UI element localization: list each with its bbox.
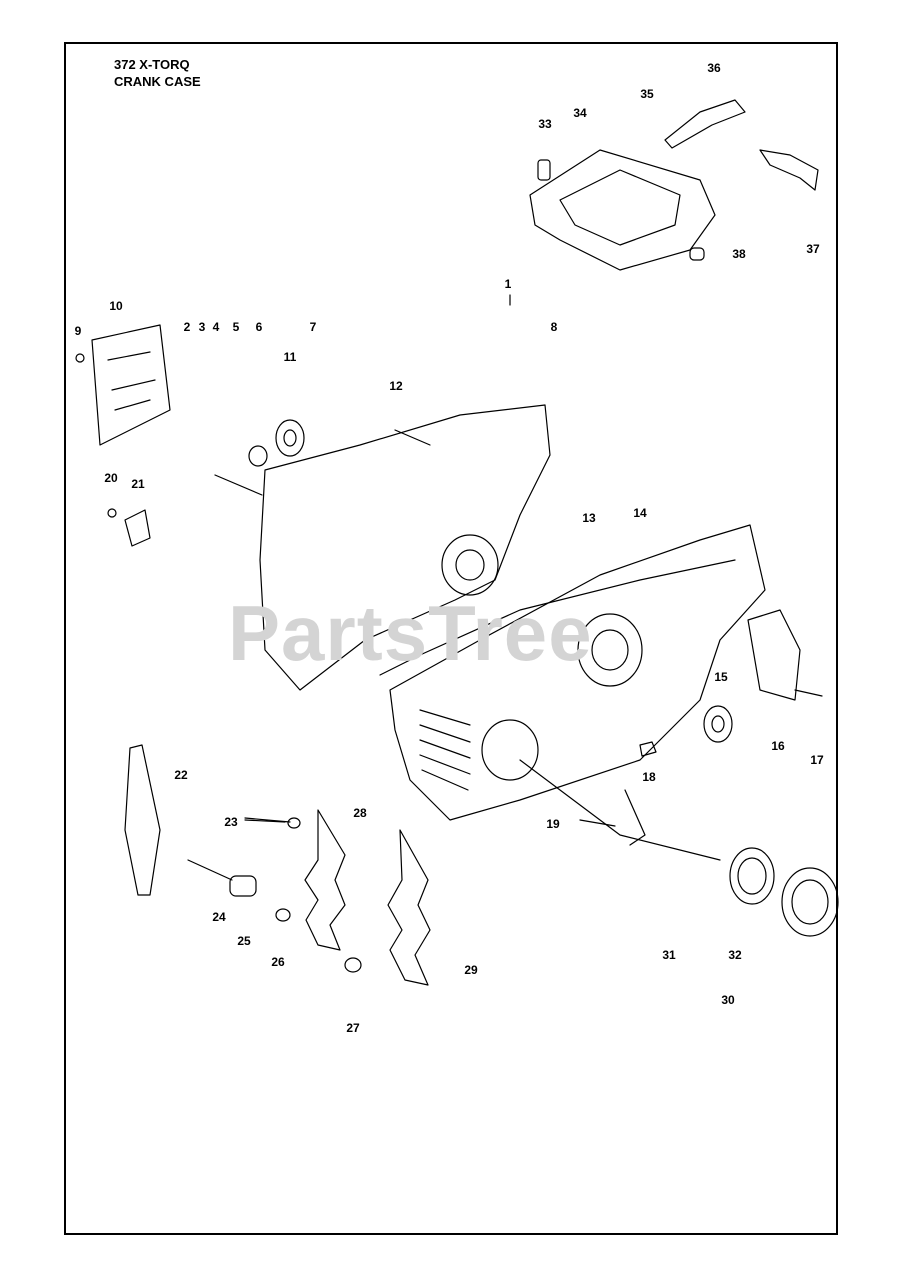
brake-nut-38 [689,247,705,261]
watermark: PartsTree [228,589,593,677]
callout-38: 38 [732,247,746,261]
callout-22: 22 [174,768,188,782]
ring-nut-31 [729,847,775,905]
screw-part-17 [794,689,823,697]
seal-part-11 [275,419,305,457]
callout-24: 24 [212,910,226,924]
callout-21: 21 [131,477,145,491]
callout-30: 30 [721,993,735,1007]
brake-housing-inner [559,169,681,246]
callout-8: 8 [550,320,558,334]
callout-32: 32 [728,948,742,962]
screw-part-2 [214,474,263,496]
callout-1: 1 [504,277,512,291]
section-title: CRANK CASE [114,74,201,89]
callout-5: 5 [232,320,240,334]
callout-6: 6 [255,320,263,334]
bolt-head-23 [287,817,301,829]
callout-26: 26 [271,955,285,969]
screw-part-7 [394,429,431,446]
callout-34: 34 [573,106,587,120]
bumper-spike-28 [304,809,346,951]
cylinder-seat [577,613,643,687]
screw-part-20 [107,508,117,518]
callout-3: 3 [198,320,206,334]
gasket-strip [379,559,736,676]
callout-14: 14 [633,506,647,520]
crankcase-half-right [389,524,766,821]
bracket-part-21 [124,509,151,547]
callout-16: 16 [771,739,785,753]
callout-37: 37 [806,242,820,256]
bolt-part-24 [187,859,233,881]
callout-19: 19 [546,817,560,831]
callout-2: 2 [183,320,191,334]
bearing-seat-left [441,534,499,596]
guard-plate-22 [124,744,161,896]
brake-lever-part-36 [664,99,746,149]
bushing-part-12 [248,445,268,467]
screw-part-9 [75,353,85,363]
callout-31: 31 [662,948,676,962]
link-part-37 [759,149,819,191]
leader-line-23 [244,819,286,823]
bore-opening [481,719,539,781]
callout-18: 18 [642,770,656,784]
screw-part-19 [579,819,616,827]
callout-4: 4 [212,320,220,334]
callout-36: 36 [707,61,721,75]
brake-housing-part [529,149,716,271]
callout-7: 7 [309,320,317,334]
callout-27: 27 [346,1021,360,1035]
callout-20: 20 [104,471,118,485]
callout-11: 11 [283,350,297,364]
washer-part-26 [275,908,291,922]
lever-part-30 [624,789,646,846]
callout-28: 28 [353,806,367,820]
bumper-spike-29 [387,829,431,986]
cap-part-32 [781,867,839,937]
cable-part [519,759,721,861]
callout-15: 15 [714,670,728,684]
callout-33: 33 [538,117,552,131]
callout-13: 13 [582,511,596,525]
cover-plate-10 [91,324,171,446]
screw-part-33 [537,159,551,181]
model-title: 372 X-TORQ [114,57,190,72]
callout-29: 29 [464,963,478,977]
nut-part-27 [344,957,362,973]
callout-9: 9 [74,324,82,338]
callout-10: 10 [109,299,123,313]
cover-part-16 [747,609,801,701]
callout-35: 35 [640,87,654,101]
callout-25: 25 [237,934,251,948]
pin-part-18 [639,741,657,757]
diagram-frame [64,42,838,1235]
seal-part-15 [703,705,733,743]
callout-12: 12 [389,379,403,393]
callout-23: 23 [224,815,238,829]
spacer-part-25 [229,875,257,897]
callout-17: 17 [810,753,824,767]
